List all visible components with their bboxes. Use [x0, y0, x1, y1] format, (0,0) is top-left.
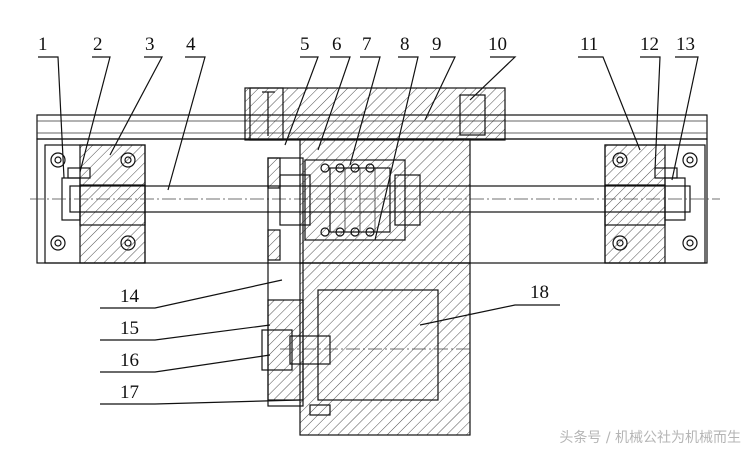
callout-15: 15 — [120, 318, 139, 339]
callout-6: 6 — [332, 34, 342, 55]
callout-5: 5 — [300, 34, 310, 55]
callout-4: 4 — [186, 34, 196, 55]
callout-10: 10 — [488, 34, 507, 55]
bearing-ball-icon — [320, 163, 375, 237]
callout-13: 13 — [676, 34, 695, 55]
bolt-head-icon — [612, 235, 628, 251]
callout-17: 17 — [120, 382, 139, 403]
callout-1: 1 — [38, 34, 48, 55]
callout-9: 9 — [432, 34, 442, 55]
left-support-bracket — [44, 144, 146, 264]
slider-block — [244, 87, 506, 141]
nut-housing — [299, 138, 471, 264]
bolt-head-icon — [682, 235, 698, 251]
bolt-head-icon — [50, 235, 66, 251]
bolt-head-icon — [682, 152, 698, 168]
callout-18: 18 — [530, 282, 549, 303]
callout-3: 3 — [145, 34, 155, 55]
callout-8: 8 — [400, 34, 410, 55]
bolt-head-icon — [612, 152, 628, 168]
callout-labels: 1 2 3 4 5 6 7 8 9 10 11 12 13 14 15 16 1… — [38, 34, 695, 403]
leader-lines — [38, 56, 699, 405]
bolt-head-icon — [50, 152, 66, 168]
callout-2: 2 — [93, 34, 103, 55]
callout-14: 14 — [120, 286, 140, 307]
callout-16: 16 — [120, 350, 139, 371]
bolt-head-icon — [120, 235, 136, 251]
drive-pulley — [261, 157, 331, 407]
bolt-head-icon — [120, 152, 136, 168]
callout-12: 12 — [640, 34, 659, 55]
callout-7: 7 — [362, 34, 372, 55]
motor-housing — [280, 262, 471, 436]
watermark: 头条号 / 机械公社为机械而生 — [559, 430, 741, 446]
callout-11: 11 — [580, 34, 598, 55]
